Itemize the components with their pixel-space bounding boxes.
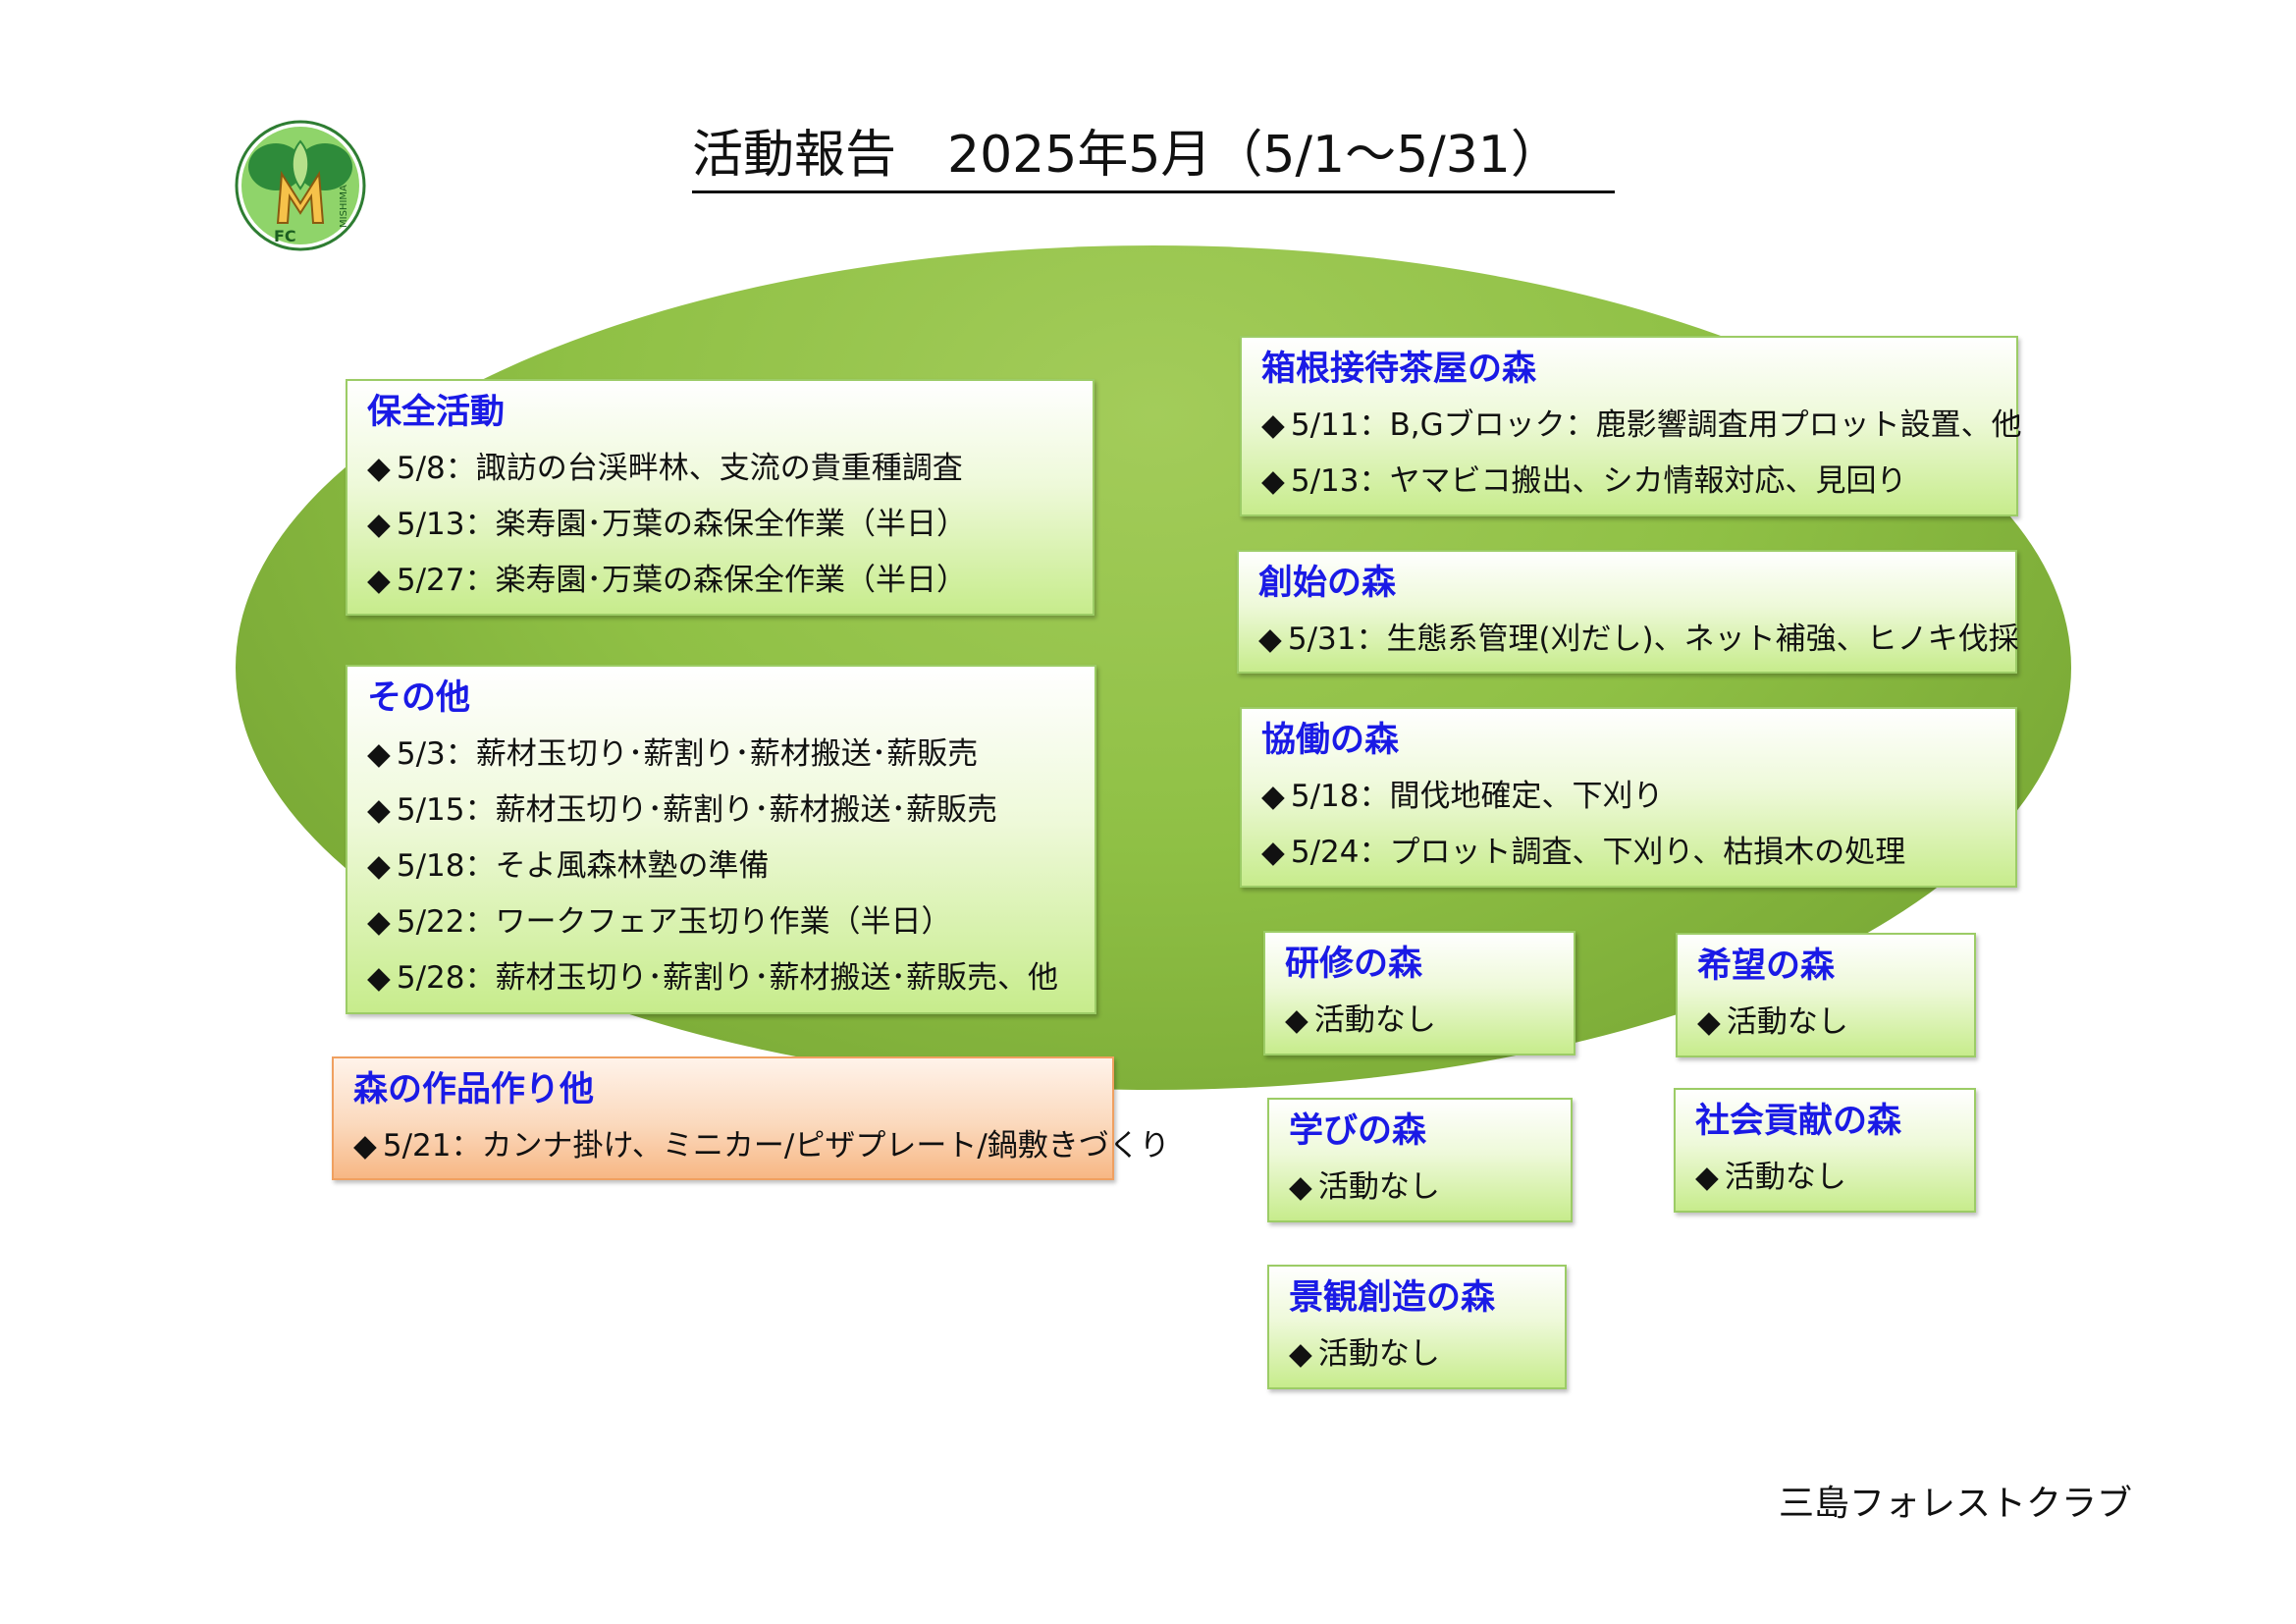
section-heading: 社会貢献の森 [1695, 1102, 1902, 1141]
section-shakai: 社会貢献の森 ◆活動なし [1674, 1088, 1976, 1213]
diamond-bullet-icon: ◆ [1261, 463, 1285, 499]
diamond-bullet-icon: ◆ [367, 736, 391, 772]
diamond-bullet-icon: ◆ [1695, 1160, 1719, 1195]
list-item: ◆5/15：薪材玉切り･薪割り･薪材搬送･薪販売 [367, 792, 997, 828]
list-item: ◆活動なし [1697, 1004, 1848, 1040]
list-item: ◆5/24：プロット調査、下刈り、枯損木の処理 [1261, 835, 1906, 870]
section-heading: 希望の森 [1697, 947, 1836, 986]
section-heading: 研修の森 [1285, 945, 1423, 984]
list-item: ◆5/27：楽寿園･万葉の森保全作業（半日） [367, 563, 967, 598]
section-hakone: 箱根接待茶屋の森 ◆5/11：B,Gブロック：鹿影響調査用プロット設置、他 ◆5… [1240, 336, 2022, 516]
section-sakuhin: 森の作品作り他 ◆5/21：カンナ掛け、ミニカー/ピザプレート/鍋敷きづくり [332, 1056, 1170, 1180]
section-heading: 景観創造の森 [1289, 1278, 1496, 1318]
diamond-bullet-icon: ◆ [1261, 835, 1285, 870]
diamond-bullet-icon: ◆ [367, 792, 391, 828]
section-heading: その他 [367, 678, 471, 718]
section-manabi: 学びの森 ◆活動なし [1267, 1098, 1573, 1222]
section-kyodo: 協働の森 ◆5/18：間伐地確定、下刈り ◆5/24：プロット調査、下刈り、枯損… [1240, 707, 2017, 888]
list-item: ◆5/18：間伐地確定、下刈り [1261, 779, 1664, 814]
diamond-bullet-icon: ◆ [1285, 1002, 1308, 1038]
diamond-bullet-icon: ◆ [367, 451, 391, 486]
section-kibou: 希望の森 ◆活動なし [1676, 933, 1976, 1057]
diamond-bullet-icon: ◆ [367, 507, 391, 542]
diamond-bullet-icon: ◆ [353, 1128, 377, 1164]
section-hozen: 保全活動 ◆5/8：諏訪の台渓畔林、支流の貴重種調査 ◆5/13：楽寿園･万葉の… [346, 379, 1095, 616]
diamond-bullet-icon: ◆ [367, 848, 391, 884]
diamond-bullet-icon: ◆ [1289, 1336, 1312, 1372]
diamond-bullet-icon: ◆ [1261, 779, 1285, 814]
diamond-bullet-icon: ◆ [1697, 1004, 1721, 1040]
list-item: ◆5/31：生態系管理(刈だし)、ネット補強、ヒノキ伐採 [1258, 622, 2019, 657]
list-item: ◆5/11：B,Gブロック：鹿影響調査用プロット設置、他 [1261, 407, 2022, 443]
diamond-bullet-icon: ◆ [1261, 407, 1285, 443]
list-item: ◆5/13：ヤマビコ搬出、シカ情報対応、見回り [1261, 463, 1907, 499]
list-item: ◆活動なし [1289, 1169, 1440, 1205]
svg-text:MISHIMA: MISHIMA [339, 185, 349, 228]
list-item: ◆活動なし [1695, 1160, 1846, 1195]
diamond-bullet-icon: ◆ [1289, 1169, 1312, 1205]
list-item: ◆5/3：薪材玉切り･薪割り･薪材搬送･薪販売 [367, 736, 979, 772]
diamond-bullet-icon: ◆ [1258, 622, 1282, 657]
list-item: ◆活動なし [1289, 1336, 1440, 1372]
list-item: ◆5/18：そよ風森林塾の準備 [367, 848, 770, 884]
club-logo-icon: MISHIMA FC [235, 120, 366, 251]
list-item: ◆5/21：カンナ掛け、ミニカー/ピザプレート/鍋敷きづくり [353, 1128, 1170, 1164]
section-keikan: 景観創造の森 ◆活動なし [1267, 1265, 1567, 1389]
section-sonota: その他 ◆5/3：薪材玉切り･薪割り･薪材搬送･薪販売 ◆5/15：薪材玉切り･… [346, 665, 1096, 1014]
list-item: ◆5/28：薪材玉切り･薪割り･薪材搬送･薪販売、他 [367, 960, 1058, 996]
svg-text:FC: FC [274, 227, 296, 245]
list-item: ◆5/8：諏訪の台渓畔林、支流の貴重種調査 [367, 451, 963, 486]
section-heading: 創始の森 [1258, 564, 1397, 603]
section-soshi: 創始の森 ◆5/31：生態系管理(刈だし)、ネット補強、ヒノキ伐採 [1237, 550, 2019, 674]
section-heading: 森の作品作り他 [353, 1070, 595, 1110]
list-item: ◆5/22：ワークフェア玉切り作業（半日） [367, 904, 952, 940]
page-title: 活動報告 2025年5月（5/1～5/31） [692, 126, 1615, 193]
section-kenshu: 研修の森 ◆活動なし [1263, 931, 1575, 1056]
section-heading: 保全活動 [367, 393, 506, 432]
diamond-bullet-icon: ◆ [367, 960, 391, 996]
section-heading: 協働の森 [1261, 721, 1400, 760]
organization-name: 三島フォレストクラブ [1779, 1484, 2133, 1524]
list-item: ◆活動なし [1285, 1002, 1436, 1038]
diamond-bullet-icon: ◆ [367, 563, 391, 598]
diamond-bullet-icon: ◆ [367, 904, 391, 940]
section-heading: 学びの森 [1289, 1111, 1427, 1151]
list-item: ◆5/13：楽寿園･万葉の森保全作業（半日） [367, 507, 967, 542]
section-heading: 箱根接待茶屋の森 [1261, 350, 1537, 389]
